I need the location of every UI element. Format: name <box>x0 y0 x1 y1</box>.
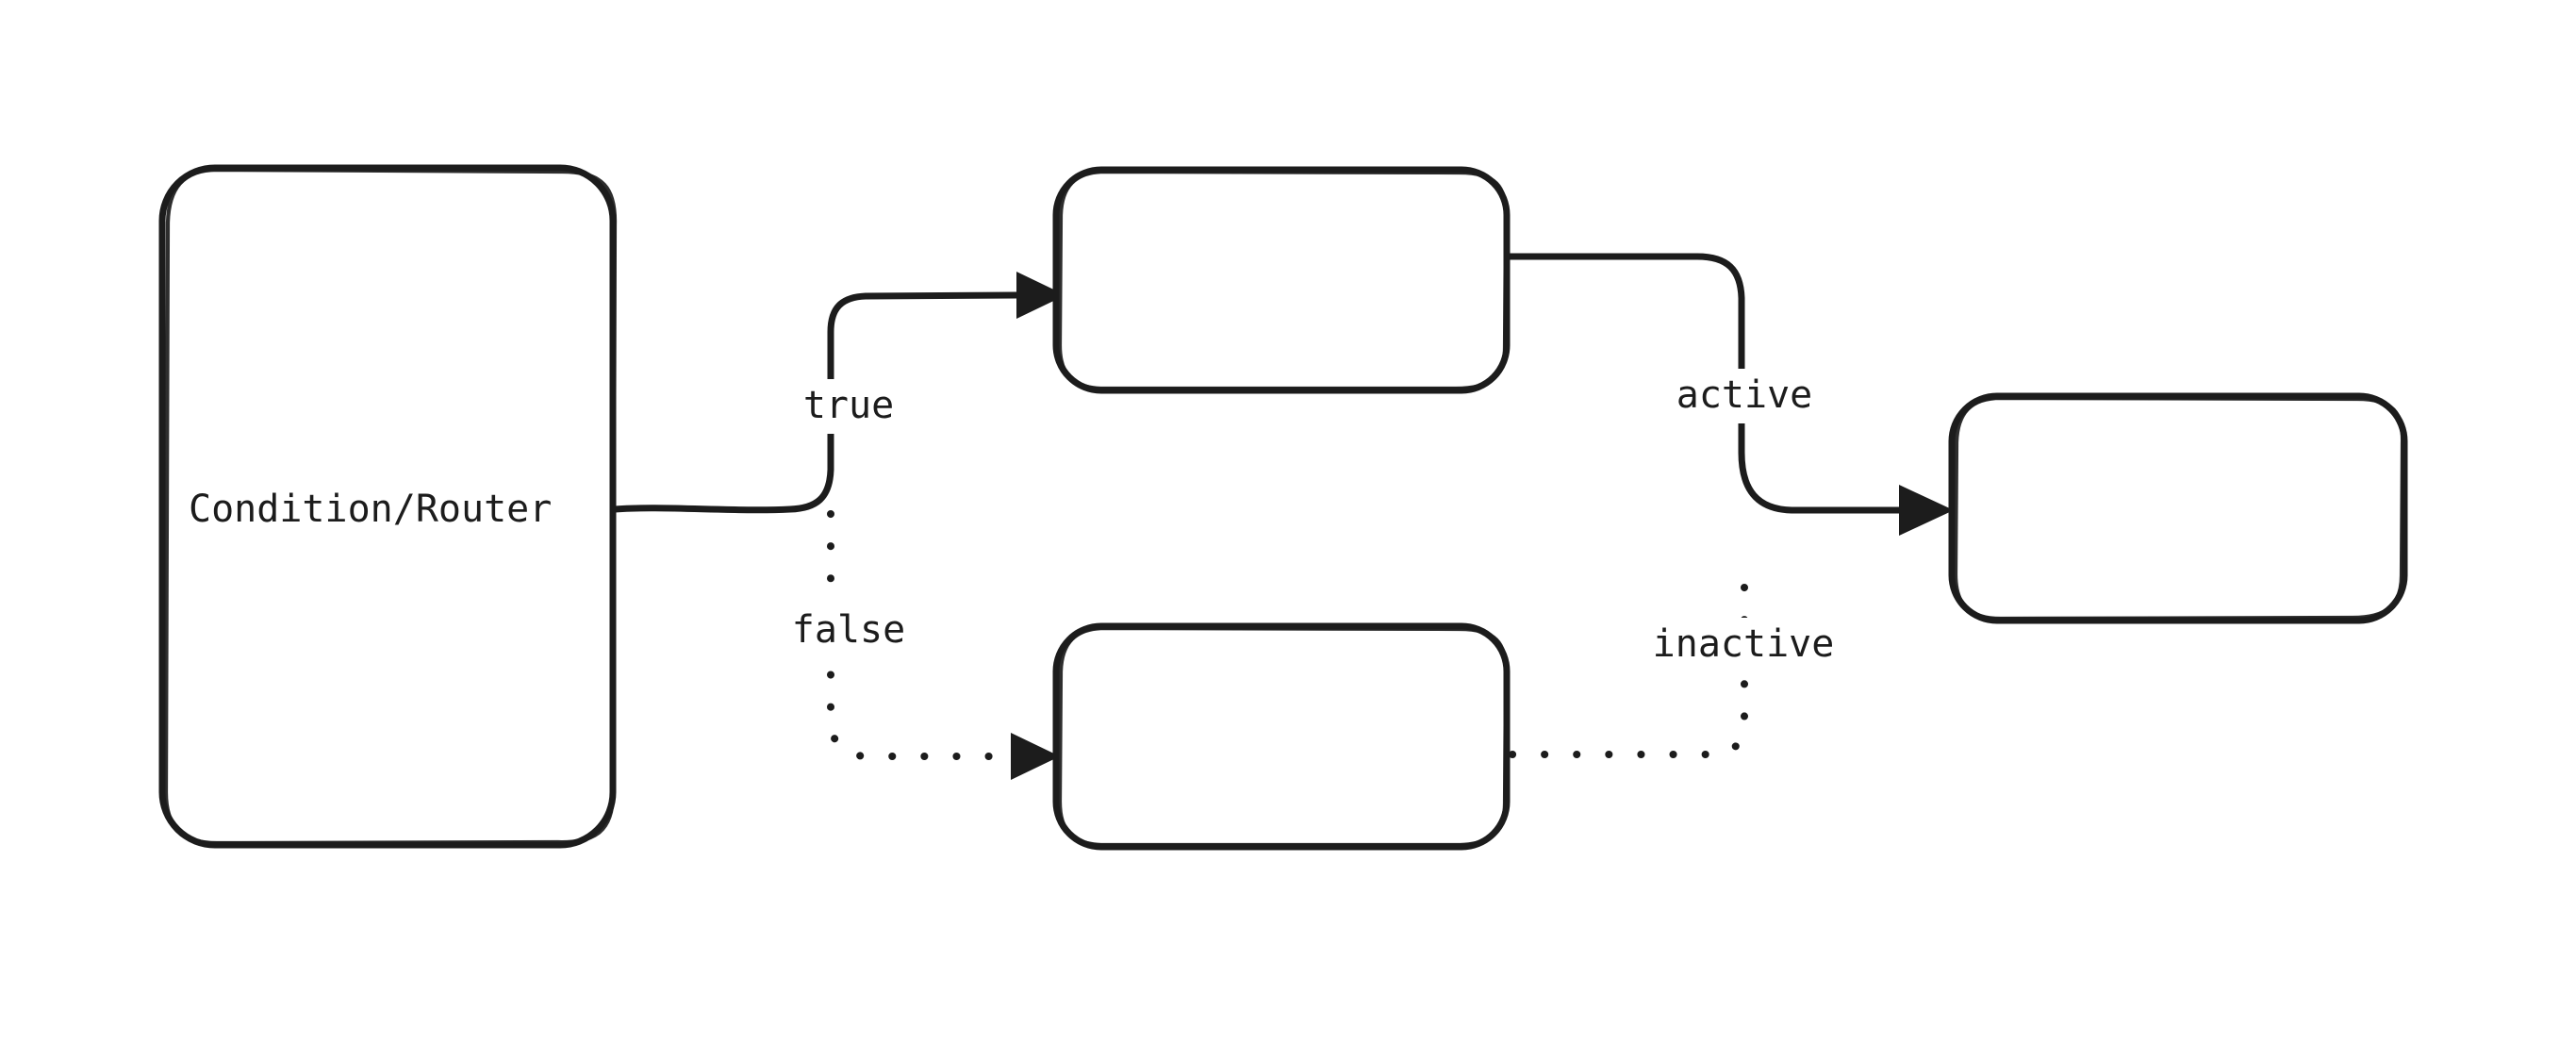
edge-label-inactive-bg <box>1627 618 1859 672</box>
edge-label-active: active <box>1648 369 1841 423</box>
edge-label-false-text: false <box>792 608 905 652</box>
false-branch-box-sketch <box>1057 625 1509 848</box>
true-branch-box <box>1052 166 1511 394</box>
node-condition-router[interactable]: Condition/Router <box>158 164 618 849</box>
edge-inactive-path <box>1509 562 1748 758</box>
node-false-branch[interactable] <box>1052 622 1511 851</box>
node-true-branch[interactable] <box>1052 166 1511 394</box>
edge-active-path <box>1505 253 1903 514</box>
edge-label-true-text: true <box>803 384 894 427</box>
edge-label-false: false <box>764 604 933 658</box>
edge-label-active-bg <box>1648 369 1841 423</box>
edge-inactive[interactable] <box>1509 562 1748 758</box>
true-branch-box-sketch <box>1057 169 1509 391</box>
edge-label-inactive: inactive <box>1627 618 1859 672</box>
edge-label-inactive-text: inactive <box>1653 622 1835 666</box>
edge-active[interactable] <box>1505 253 1954 536</box>
edge-label-true: true <box>775 379 922 434</box>
edge-true-path <box>611 291 1020 514</box>
node-merge[interactable] <box>1948 392 2408 624</box>
edge-label-false-bg <box>764 604 933 658</box>
merge-box-sketch <box>1953 395 2405 621</box>
edge-false-arrowhead <box>1011 733 1060 780</box>
merge-box <box>1948 392 2408 624</box>
false-branch-box <box>1052 622 1511 851</box>
edge-label-active-text: active <box>1676 373 1813 417</box>
edge-active-arrowhead <box>1899 485 1954 536</box>
condition-router-label: Condition/Router <box>189 488 552 531</box>
condition-router-box-sketch <box>163 167 618 846</box>
edge-label-true-bg <box>775 379 922 434</box>
edge-false[interactable] <box>827 510 1060 780</box>
edge-true[interactable] <box>611 272 1065 514</box>
edge-true-arrowhead <box>1016 272 1065 319</box>
